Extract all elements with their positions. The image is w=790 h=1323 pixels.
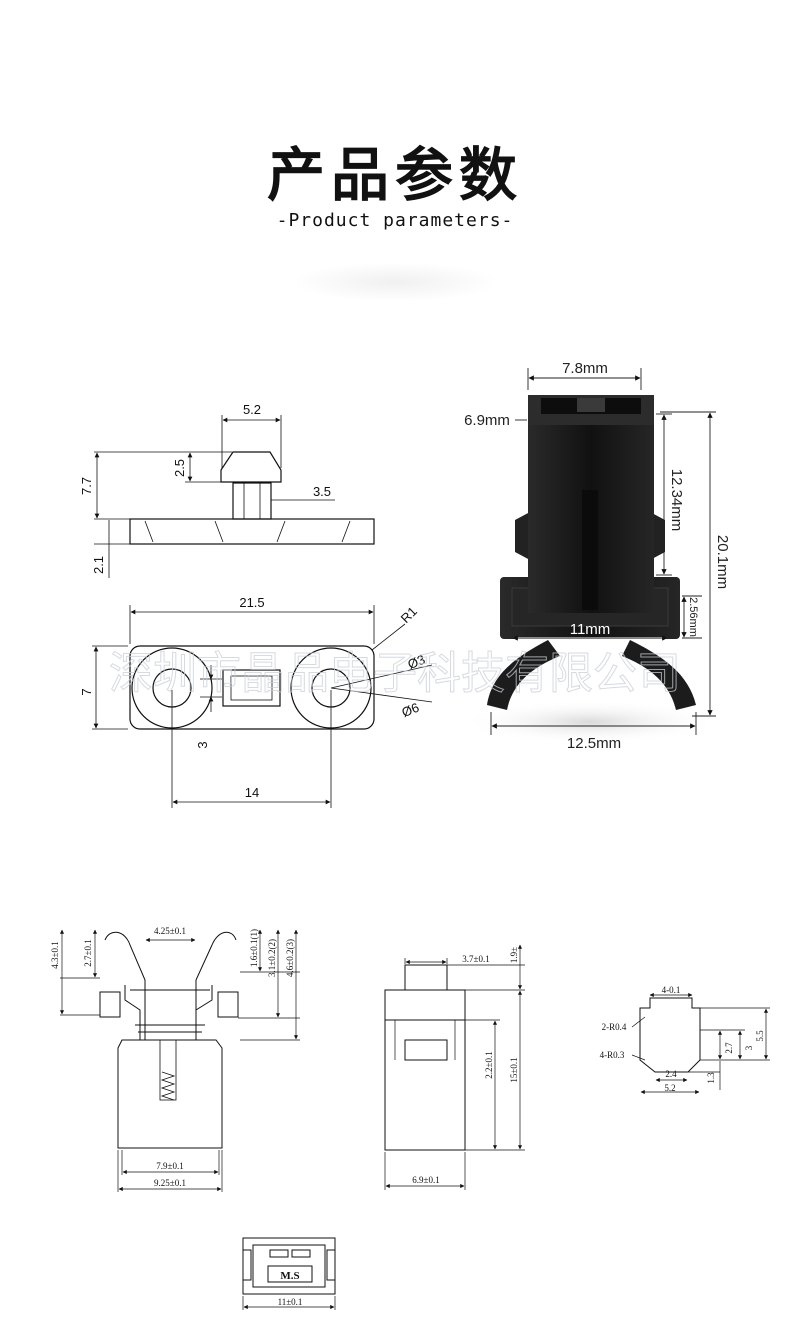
dim-5-2: 5.2 <box>243 402 261 417</box>
front-dim-3-1: 3.1±0.2(2) <box>267 939 277 977</box>
front-dim-2-7: 2.7±0.1 <box>83 939 93 966</box>
photo-dim-7-8: 7.8mm <box>562 360 608 377</box>
dim-21-5: 21.5 <box>239 595 264 610</box>
front-dim-4-3: 4.3±0.1 <box>50 941 60 968</box>
front-dim-7-9: 7.9±0.1 <box>156 1161 183 1171</box>
profile-dim-3: 3 <box>744 1045 754 1050</box>
title-shadow <box>290 262 500 302</box>
product-photo <box>460 395 720 744</box>
bottom-mark-ms: M.S <box>280 1270 299 1282</box>
bottom-view-drawing <box>242 1237 336 1310</box>
front-dim-4-6: 4.6±0.2(3) <box>285 939 295 977</box>
profile-dim-2-7: 2.7 <box>724 1042 734 1054</box>
profile-dim-r03: 4-R0.3 <box>600 1050 625 1060</box>
side-view-bottom-drawing <box>384 944 525 1190</box>
dim-3-5: 3.5 <box>313 484 331 499</box>
dim-14: 14 <box>245 785 259 800</box>
side-dim-2-2: 2.2±0.1 <box>484 1051 494 1078</box>
profile-dim-5-2: 5.2 <box>664 1083 675 1093</box>
photo-dimensions <box>490 368 716 735</box>
dim-phi3: Ø3 <box>405 652 427 672</box>
photo-dim-11: 11mm <box>570 621 611 638</box>
dim-7: 7 <box>79 688 94 695</box>
profile-dim-5-5: 5.5 <box>755 1030 765 1042</box>
dim-2-1: 2.1 <box>91 556 106 574</box>
front-view-drawing <box>59 929 300 1192</box>
side-dim-6-9: 6.9±0.1 <box>412 1175 439 1185</box>
profile-dim-1-3: 1.3 <box>706 1072 716 1084</box>
front-dim-9-25: 9.25±0.1 <box>154 1178 186 1188</box>
dim-phi6: Ø6 <box>399 700 421 720</box>
dim-r1: R1 <box>398 604 420 626</box>
profile-dim-4: 4-0.1 <box>662 985 681 995</box>
profile-dim-r04: 2-R0.4 <box>602 1022 627 1032</box>
watermark: 深圳市晶品电子科技有限公司 <box>109 648 681 699</box>
side-dim-3-7: 3.7±0.1 <box>462 954 489 964</box>
bottom-dim-11: 11±0.1 <box>278 1297 303 1307</box>
photo-dim-2-56: 2.56mm <box>687 597 699 637</box>
dim-2-5: 2.5 <box>172 459 187 477</box>
front-dim-1-6: 1.6±0.1(1) <box>249 929 259 967</box>
photo-dim-12-34: 12.34mm <box>668 469 685 532</box>
side-view-drawing <box>94 415 375 578</box>
profile-dim-2-4: 2.4 <box>665 1069 677 1079</box>
page-subtitle: -Product parameters- <box>276 210 514 231</box>
photo-dim-20-1: 20.1mm <box>714 535 731 589</box>
front-dim-4-25: 4.25±0.1 <box>154 926 186 936</box>
dim-7-7: 7.7 <box>79 477 94 495</box>
photo-dim-12-5: 12.5mm <box>567 735 621 752</box>
profile-drawing <box>631 992 770 1095</box>
side-dim-1-9: 1.9± <box>509 947 519 963</box>
dim-3: 3 <box>195 741 210 748</box>
photo-dim-6-9: 6.9mm <box>464 412 510 429</box>
side-dim-15: 15±0.1 <box>509 1057 519 1082</box>
page-title: 产品参数 <box>266 141 523 209</box>
top-view-drawing <box>92 605 433 808</box>
